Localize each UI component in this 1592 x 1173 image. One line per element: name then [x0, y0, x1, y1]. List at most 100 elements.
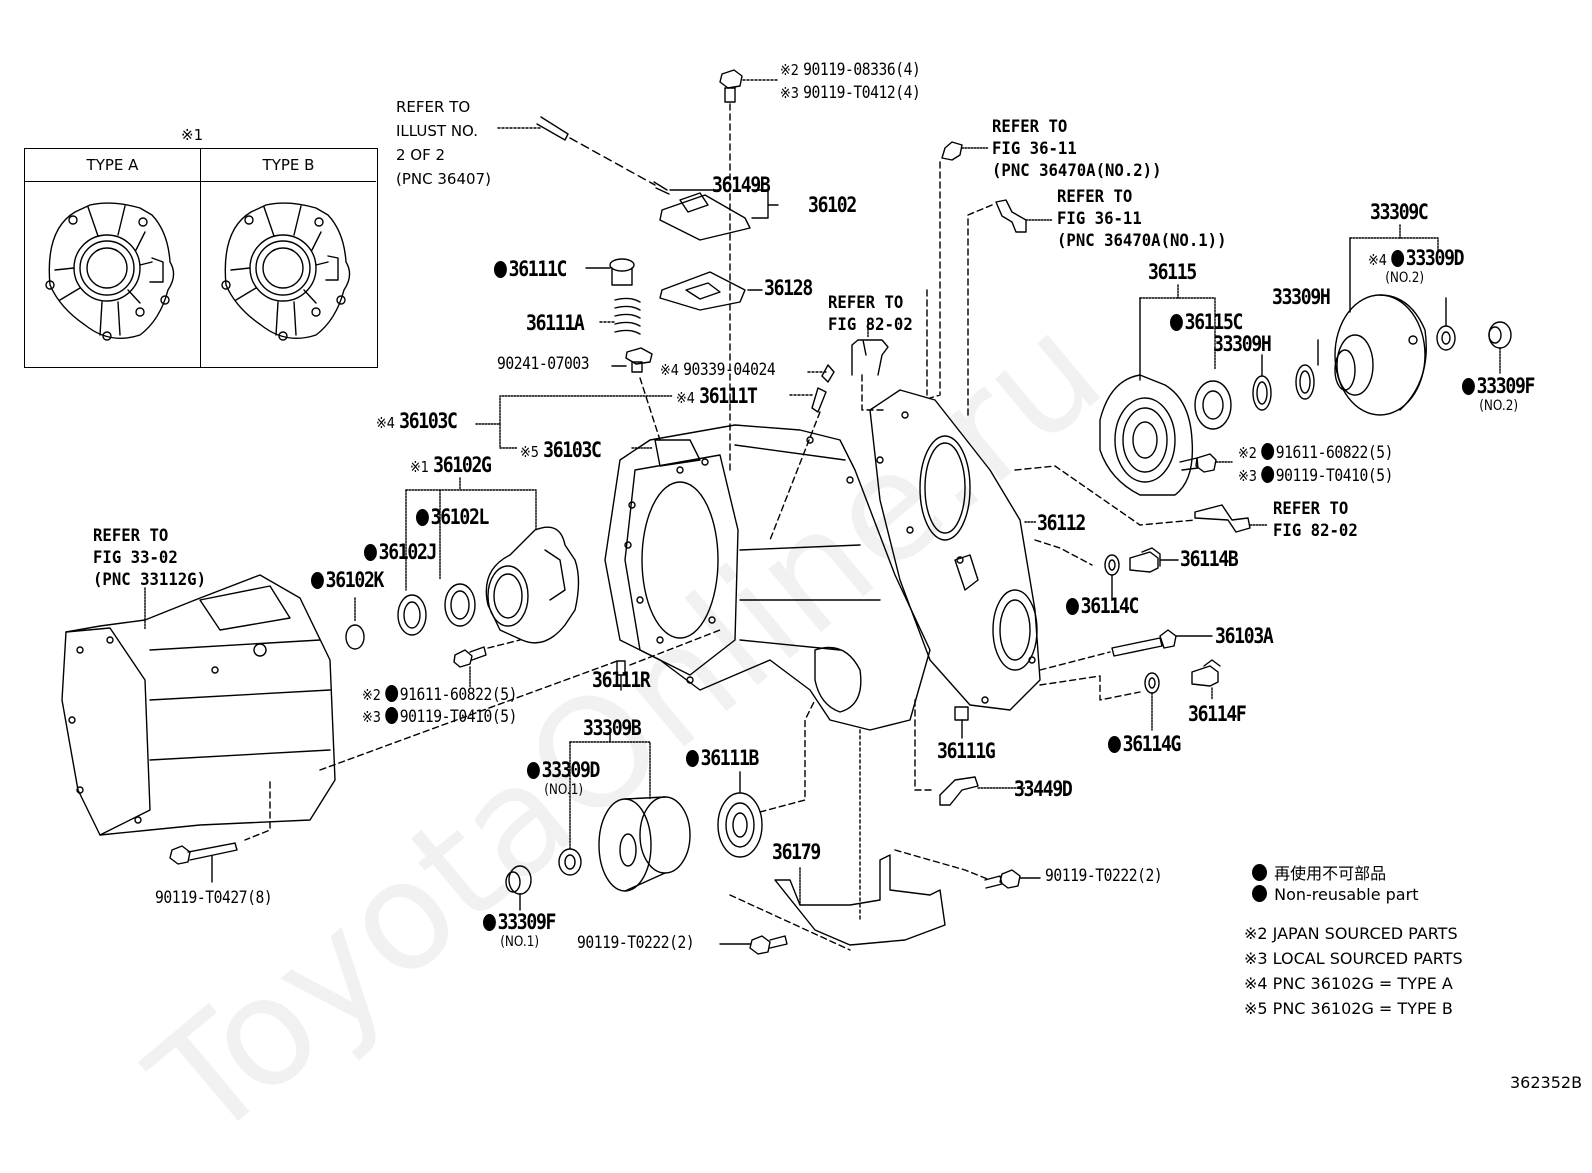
non-reusable-dot-icon: [1170, 314, 1183, 331]
part-callout-91611-60822-r[interactable]: ※2 91611-60822(5): [1238, 443, 1393, 462]
non-reusable-dot-icon: [1252, 864, 1267, 881]
part-callout-36111T[interactable]: ※4 36111T: [676, 384, 758, 408]
part-sub-label: (NO.2): [1385, 270, 1425, 286]
part-callout-33309D-1[interactable]: 33309D(NO.1): [527, 760, 600, 797]
seal-33309H-b-icon: [1295, 364, 1315, 400]
part-callout-36111B[interactable]: 36111B: [686, 748, 759, 769]
part-note-mark: ※4: [376, 414, 400, 432]
part-callout-36115[interactable]: 36115: [1148, 262, 1197, 283]
part-callout-90119-T0427[interactable]: 90119-T0427(8): [155, 890, 273, 907]
part-callout-90119-T0222-l[interactable]: 90119-T0222(2): [577, 935, 695, 952]
part-callout-36128[interactable]: 36128: [764, 276, 813, 300]
part-number: 90119-T0222(2): [1045, 866, 1163, 886]
flange-33309B-icon: [598, 796, 691, 892]
part-sub-label: (NO.1): [500, 934, 540, 950]
part-number: 36114B: [1180, 547, 1239, 571]
part-callout-36102K[interactable]: 36102K: [311, 568, 385, 592]
part-number: 33309D: [1405, 246, 1465, 270]
legend-non-reusable-en: Non-reusable part: [1252, 885, 1418, 904]
bearing-36102J-icon: [397, 594, 427, 636]
part-number: 36111T: [699, 384, 758, 408]
part-callout-36112[interactable]: 36112: [1037, 511, 1086, 535]
part-number: 36112: [1037, 511, 1086, 535]
part-number: 90119-T0412(4): [803, 83, 921, 103]
part-number: 36102K: [325, 568, 385, 592]
clip-no2-icon: [941, 141, 963, 161]
washer-36114C-icon: [1104, 554, 1120, 576]
shift-cover-icon: [659, 192, 751, 241]
non-reusable-dot-icon: [527, 762, 540, 779]
part-callout-33449D[interactable]: 33449D: [1014, 779, 1073, 800]
part-callout-36102J[interactable]: 36102J: [364, 542, 437, 563]
part-note-mark: ※1: [410, 458, 434, 476]
part-callout-36149B[interactable]: 36149B: [712, 173, 771, 197]
part-callout-91611-60822-l[interactable]: ※2 91611-60822(5): [362, 685, 517, 704]
part-callout-36103C-4[interactable]: ※4 36103C: [376, 411, 458, 432]
part-callout-36114F[interactable]: 36114F: [1188, 704, 1247, 725]
part-callout-36102G[interactable]: ※1 36102G: [410, 455, 492, 476]
bolt-36114F-icon: [1191, 659, 1221, 687]
bolt-36114B-icon: [1129, 547, 1161, 573]
part-callout-90119-T0410-l[interactable]: ※3 90119-T0410(5): [362, 707, 517, 726]
part-callout-36111C[interactable]: 36111C: [494, 257, 568, 281]
part-callout-33309D-2[interactable]: ※4 33309D(NO.2): [1368, 246, 1465, 286]
sensor-33449D-icon: [939, 776, 979, 806]
part-callout-33309F-2[interactable]: 33309F(NO.2): [1462, 376, 1535, 414]
part-callout-90119-T0412[interactable]: ※3 90119-T0412(4): [780, 83, 921, 103]
part-callout-36111A[interactable]: 36111A: [526, 313, 585, 334]
part-callout-36103A[interactable]: 36103A: [1215, 626, 1274, 647]
legend-note-4: ※4 PNC 36102G = TYPE A: [1244, 974, 1453, 993]
part-callout-33309C[interactable]: 33309C: [1370, 202, 1429, 223]
part-callout-36114B[interactable]: 36114B: [1180, 547, 1239, 571]
part-number: 36111C: [508, 257, 568, 281]
part-callout-36102[interactable]: 36102: [808, 195, 857, 216]
type-box-note-mark: ※1: [181, 126, 204, 144]
part-callout-33309F-1[interactable]: 33309F(NO.1): [483, 910, 557, 950]
part-number: 33309F: [497, 910, 557, 934]
part-callout-90339-04024[interactable]: ※4 90339-04024: [660, 361, 776, 379]
legend-non-reusable-jp: 再使用不可部品: [1252, 860, 1386, 884]
part-callout-36111R[interactable]: 36111R: [592, 670, 651, 691]
part-note-mark: ※4: [1368, 251, 1392, 269]
part-note-mark: ※3: [780, 84, 804, 102]
flange-33309C-icon: [1334, 294, 1427, 416]
part-number: 36102L: [430, 505, 490, 529]
part-callout-36102L[interactable]: 36102L: [416, 505, 490, 529]
part-callout-36111G[interactable]: 36111G: [937, 741, 996, 762]
non-reusable-dot-icon: [416, 509, 429, 526]
part-callout-90241-07003[interactable]: 90241-07003: [497, 354, 590, 374]
part-note-mark: ※3: [1238, 467, 1262, 485]
spring-icon: [614, 297, 641, 335]
part-number: 36128: [764, 276, 813, 300]
part-callout-90119-T0410-r[interactable]: ※3 90119-T0410(5): [1238, 466, 1393, 485]
dowel-36111G-icon: [954, 706, 969, 721]
part-note-mark: ※4: [660, 361, 684, 379]
part-callout-33309H-b[interactable]: 33309H: [1272, 287, 1331, 308]
part-callout-33309H-a[interactable]: 33309H: [1213, 334, 1272, 355]
non-reusable-dot-icon: [686, 750, 699, 767]
part-number: 36149B: [712, 173, 771, 197]
part-callout-36114C[interactable]: 36114C: [1066, 596, 1139, 617]
part-callout-90119-T0222-r[interactable]: 90119-T0222(2): [1045, 866, 1163, 886]
part-note-mark: ※4: [676, 389, 700, 407]
part-callout-36179[interactable]: 36179: [772, 842, 821, 863]
legend-note-2: ※2 JAPAN SOURCED PARTS: [1244, 924, 1458, 943]
part-callout-36115C[interactable]: 36115C: [1170, 312, 1243, 333]
part-sub-label: (NO.2): [1479, 398, 1519, 414]
part-callout-33309B[interactable]: 33309B: [583, 718, 642, 739]
part-number: 90241-07003: [497, 354, 590, 374]
nut-33309F-icon: [505, 865, 532, 895]
type-box-divider: [200, 149, 201, 367]
part-callout-90119-08336[interactable]: ※2 90119-08336(4): [780, 62, 921, 79]
washer-36114G-icon: [1144, 672, 1160, 694]
bolt-90119-T0222-r-icon: [984, 869, 1021, 889]
part-callout-36114G[interactable]: 36114G: [1108, 734, 1181, 755]
type-a-housing-icon: [45, 202, 175, 341]
part-callout-36103C-5[interactable]: ※5 36103C: [520, 440, 602, 461]
bracket-82-02-right-icon: [1194, 504, 1251, 533]
rear-cover-36115-icon: [1099, 374, 1194, 496]
